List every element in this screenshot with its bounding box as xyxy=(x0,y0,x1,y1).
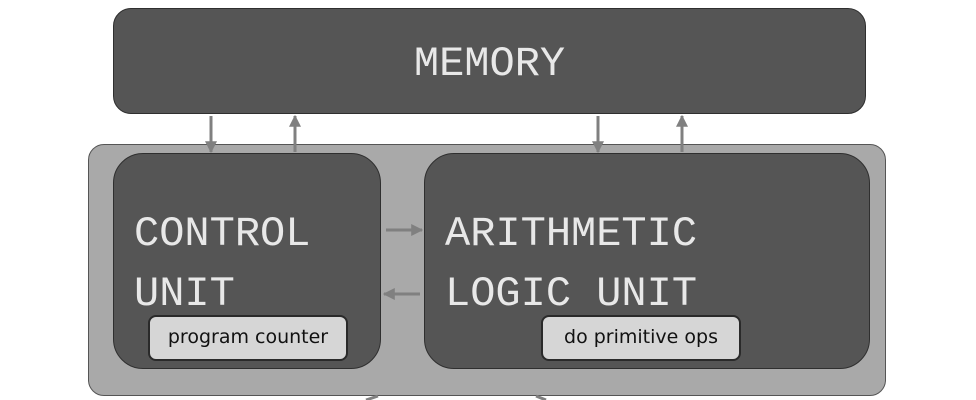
memory-label: MEMORY xyxy=(413,40,566,88)
primitive-ops-box: do primitive ops xyxy=(541,315,741,361)
program-counter-box: program counter xyxy=(148,315,348,361)
arrow-bottom-right-partial xyxy=(535,394,547,400)
control-unit-block: CONTROL UNIT program counter xyxy=(113,153,381,369)
control-unit-label-line1: CONTROL xyxy=(134,210,311,258)
alu-label-line1: ARITHMETIC xyxy=(445,210,698,258)
control-unit-label-line2: UNIT xyxy=(134,270,235,318)
control-unit-label: CONTROL UNIT xyxy=(134,204,310,324)
alu-block: ARITHMETIC LOGIC UNIT do primitive ops xyxy=(424,153,870,369)
alu-label-line2: LOGIC UNIT xyxy=(445,270,698,318)
arrow-bottom-left-partial xyxy=(365,394,379,400)
alu-label: ARITHMETIC LOGIC UNIT xyxy=(445,204,697,324)
memory-block: MEMORY xyxy=(113,8,866,114)
